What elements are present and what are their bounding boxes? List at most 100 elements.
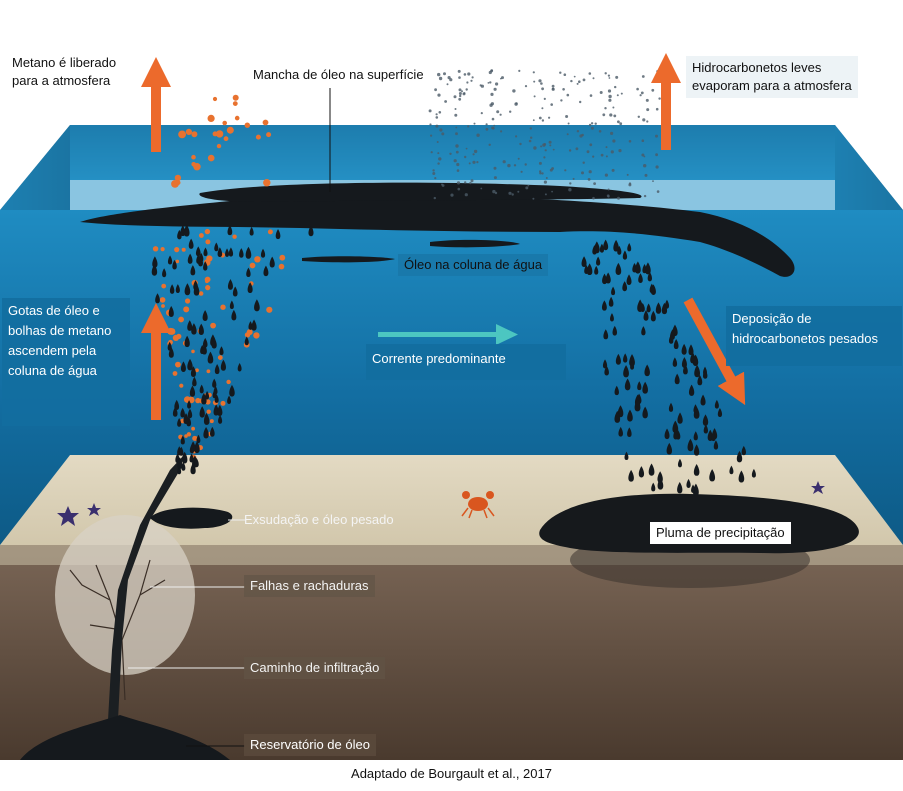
vapour-dot	[524, 85, 528, 88]
methane-bubble	[204, 228, 211, 235]
vapour-dot	[628, 140, 632, 143]
heavy-droplet	[623, 365, 629, 378]
heavy-droplet	[681, 357, 687, 368]
rising-oil-droplets	[151, 224, 314, 475]
vapour-dot	[489, 81, 492, 84]
label-oil-in-water-column: Óleo na coluna de água	[398, 254, 549, 276]
oil-droplet	[245, 246, 252, 259]
vapour-dot	[438, 111, 442, 114]
oil-droplet	[155, 293, 160, 304]
heavy-droplet	[608, 296, 614, 307]
methane-bubble	[175, 361, 181, 368]
vapour-dot	[566, 133, 569, 136]
methane-bubble	[232, 94, 239, 101]
vapour-dot	[613, 114, 617, 118]
vapour-dot	[495, 82, 499, 86]
oil-droplet	[203, 426, 209, 439]
heavy-droplet	[650, 284, 656, 295]
vapour-dot	[530, 136, 533, 139]
oil-droplet	[237, 363, 242, 372]
heavy-droplet	[637, 299, 644, 312]
vapour-dot	[428, 109, 432, 113]
oil-droplet	[244, 336, 249, 346]
vapour-dot	[565, 115, 569, 118]
vapour-dot	[607, 188, 610, 191]
vapour-dot	[628, 183, 632, 187]
oil-droplet	[225, 248, 230, 257]
oil-droplet	[190, 265, 196, 276]
vapour-dot	[559, 71, 562, 74]
methane-bubble	[266, 132, 272, 138]
vapour-dot	[467, 125, 470, 128]
vapour-dot	[509, 110, 512, 113]
vapour-dot	[576, 130, 580, 133]
oil-droplet	[251, 319, 257, 331]
heavy-droplet	[681, 343, 687, 355]
vapour-dot	[604, 72, 607, 75]
heavy-droplet	[650, 310, 656, 322]
vapour-dot	[467, 72, 471, 76]
oil-droplet	[198, 323, 204, 335]
vapour-dot	[572, 177, 575, 180]
oil-droplet	[184, 335, 190, 348]
vapour-dot	[480, 112, 483, 115]
vapour-dot	[589, 94, 593, 97]
vapour-dot	[589, 143, 593, 147]
methane-bubble	[209, 419, 214, 424]
oil-droplet	[199, 406, 205, 418]
vapour-dot	[455, 132, 458, 136]
methane-bubble	[216, 143, 222, 149]
label-precipitation-plume: Pluma de precipitação	[650, 522, 791, 544]
oil-droplet	[167, 341, 172, 351]
heavy-droplet	[634, 398, 641, 412]
methane-bubble	[195, 397, 201, 404]
methane-bubble	[207, 154, 215, 162]
vapour-dot	[436, 141, 439, 143]
heavy-droplet	[677, 412, 683, 424]
vapour-dot	[493, 176, 497, 180]
vapour-dot	[581, 171, 584, 175]
vapour-dot	[519, 142, 522, 146]
heavy-droplet	[618, 426, 623, 437]
crab-icon	[461, 491, 495, 519]
current-arrow	[378, 324, 518, 345]
vapour-dot	[550, 103, 553, 106]
vapour-dot	[658, 97, 661, 100]
vapour-dot	[566, 93, 570, 97]
heavy-droplet	[622, 250, 628, 260]
vapour-dot	[434, 88, 437, 92]
vapour-dot	[473, 122, 476, 125]
oil-seep-diagram	[0, 53, 903, 760]
vapour-dot	[611, 168, 615, 172]
heavy-droplet	[628, 469, 634, 482]
methane-bubble	[244, 122, 250, 128]
oil-droplet	[207, 351, 214, 364]
heavy-droplet	[661, 302, 668, 315]
vapour-dot	[610, 150, 614, 154]
methane-bubble	[254, 256, 261, 263]
heavy-droplet	[624, 378, 631, 391]
oil-droplet	[229, 300, 234, 310]
label-infiltration-path: Caminho de infiltração	[244, 657, 386, 679]
vapour-dot	[480, 84, 484, 88]
oil-droplet	[203, 247, 208, 257]
methane-bubble	[179, 383, 184, 388]
methane-bubble	[174, 174, 182, 182]
vapour-dot	[444, 100, 447, 103]
vapour-dot	[579, 100, 582, 104]
vapour-dot	[644, 173, 648, 177]
methane-bubble	[191, 131, 198, 138]
heavy-droplet	[692, 483, 699, 497]
vapour-dot	[470, 79, 473, 82]
vapour-dot	[527, 184, 530, 187]
methane-bubble	[262, 119, 269, 126]
methane-bubble	[161, 304, 165, 308]
vapour-dot	[456, 181, 461, 185]
vapour-dot	[429, 123, 432, 126]
oil-droplet	[214, 242, 219, 252]
heavy-droplet	[693, 444, 700, 456]
vapour-dot	[533, 146, 537, 150]
methane-bubble	[249, 262, 256, 269]
vapour-dot	[472, 160, 476, 164]
oil-droplet	[269, 256, 275, 268]
